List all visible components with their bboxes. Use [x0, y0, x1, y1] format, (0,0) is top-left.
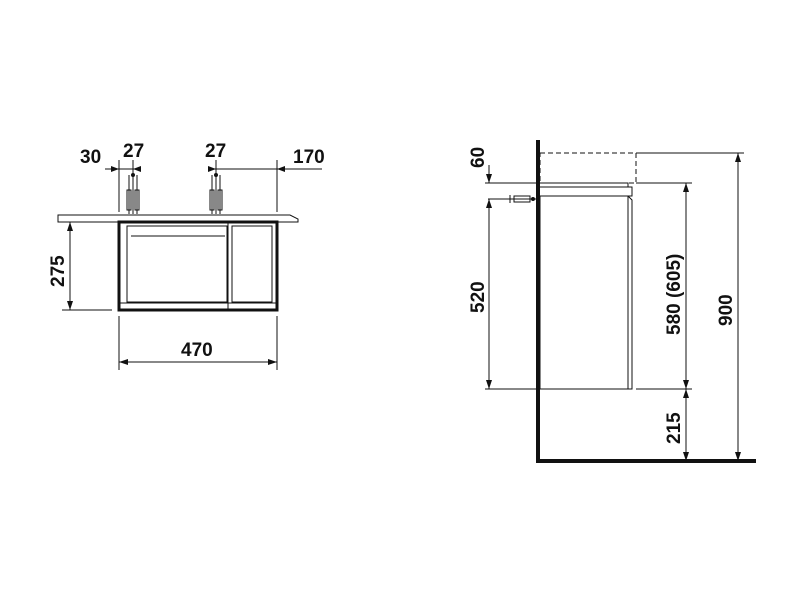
dim-front-height: 275: [48, 255, 69, 287]
side-countertop: [540, 182, 633, 197]
front-drawer-outline: [126, 225, 228, 303]
front-top-dimension: [105, 160, 322, 212]
front-width-dimension: [118, 316, 278, 370]
dim-pipe-left: 27: [123, 141, 144, 162]
dim-right-offset: 170: [293, 147, 325, 168]
front-cabinet-outer: [117, 220, 279, 312]
dim-front-width: 470: [181, 340, 213, 361]
front-side-shelf: [231, 225, 273, 303]
front-view: 30 27 27 170 275 470: [48, 141, 325, 370]
sink-outline-dashed: [539, 152, 637, 184]
water-connection-left: [126, 173, 140, 214]
side-right-dimensions: [636, 152, 744, 461]
siphon: [488, 195, 538, 203]
dim-top-gap: 60: [468, 147, 489, 168]
front-countertop: [57, 214, 299, 223]
dim-pipe-right: 27: [205, 141, 226, 162]
side-view: 60 520 580 (605) 215 900: [468, 140, 756, 463]
dim-cabinet-height: 580 (605): [664, 254, 685, 335]
dim-floor-gap: 215: [664, 412, 685, 444]
front-height-dimension: [62, 221, 112, 311]
dim-left-offset: 30: [80, 147, 101, 168]
side-cabinet-body: [539, 195, 629, 390]
dim-total-height: 900: [716, 294, 737, 326]
side-cabinet-door: [627, 195, 633, 390]
dim-inner-height: 520: [468, 281, 489, 313]
water-connection-right: [209, 173, 223, 214]
side-left-dimensions: [485, 165, 538, 390]
